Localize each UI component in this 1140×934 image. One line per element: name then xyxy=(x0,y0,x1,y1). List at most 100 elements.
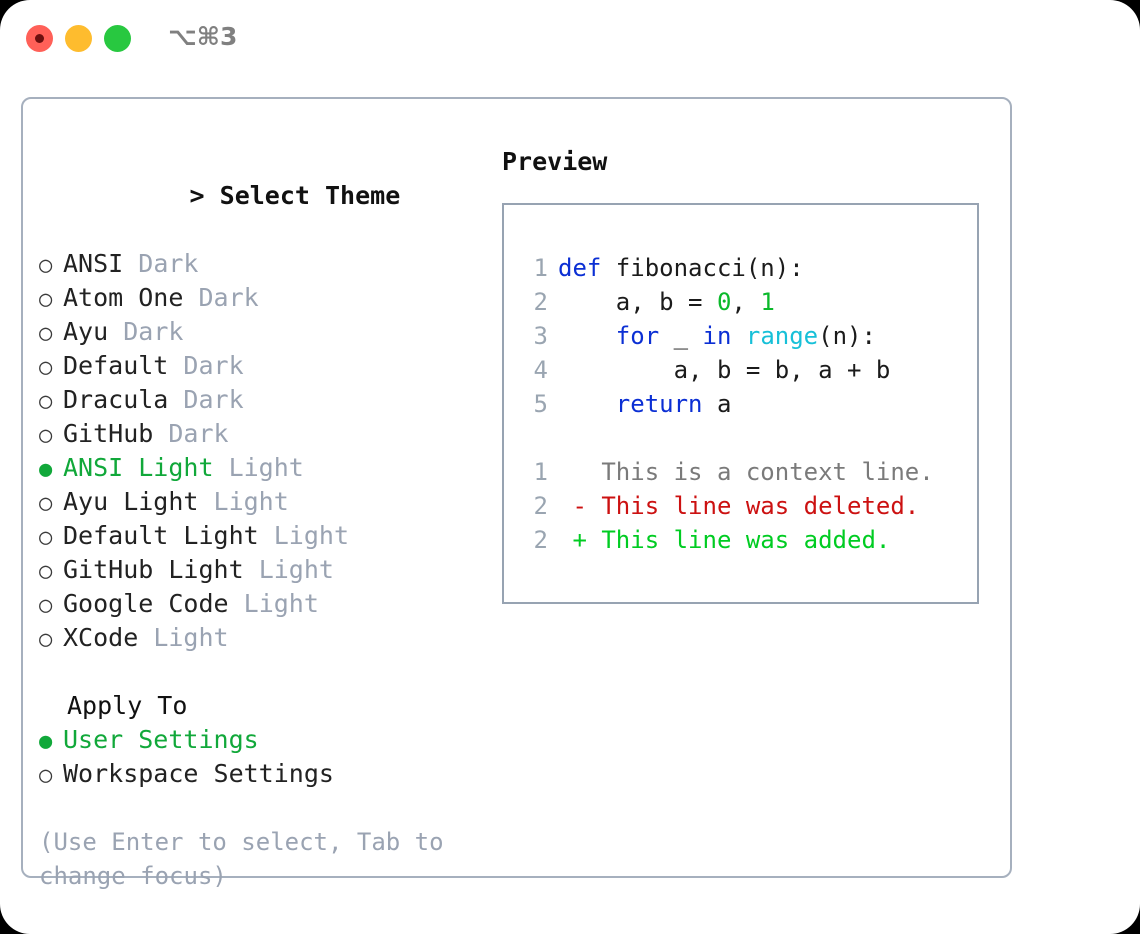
radio-unselected-icon: ○ xyxy=(39,389,53,414)
theme-option-name: Default xyxy=(63,351,169,380)
maximize-button[interactable] xyxy=(104,25,131,52)
line-number: 1 xyxy=(533,458,548,486)
theme-option[interactable]: ○Google Code Light xyxy=(39,587,489,621)
code-line: 4 a, b = b, a + b xyxy=(518,353,977,387)
spacer xyxy=(153,417,168,451)
diff-sign xyxy=(558,455,601,489)
theme-option-variant: Dark xyxy=(183,351,244,380)
theme-option-name: Dracula xyxy=(63,385,169,414)
theme-option-variant: Light xyxy=(153,623,229,652)
theme-option-name: Google Code xyxy=(63,589,229,618)
theme-option[interactable]: ○Default Light Light xyxy=(39,519,489,553)
code-token: return xyxy=(615,390,703,418)
line-number: 1 xyxy=(533,254,548,282)
code-line: 3 for _ in range(n): xyxy=(518,319,977,353)
theme-option-name: XCode xyxy=(63,623,139,652)
theme-option-variant: Dark xyxy=(168,419,229,448)
theme-option-variant: Dark xyxy=(123,317,184,346)
theme-option-variant: Light xyxy=(273,521,349,550)
code-token xyxy=(558,319,616,353)
spacer xyxy=(168,349,183,383)
line-number: 2 xyxy=(533,526,548,554)
radio-unselected-icon: ○ xyxy=(39,355,53,380)
code-token xyxy=(731,319,745,353)
code-token: 1 xyxy=(760,288,775,316)
code-token: def xyxy=(558,254,602,282)
theme-option[interactable]: ○ Default Dark xyxy=(39,349,489,383)
keyboard-shortcut-label: ⌥⌘3 xyxy=(168,22,238,51)
code-token: _ xyxy=(659,322,703,350)
spacer xyxy=(123,247,138,281)
radio-unselected-icon: ○ xyxy=(39,525,53,550)
code-token: for xyxy=(615,322,660,350)
theme-list: ○ANSI Dark○Atom One Dark○Ayu Dark○Defaul… xyxy=(39,247,489,689)
theme-option-name: Ayu xyxy=(63,317,109,346)
radio-selected-icon: ● xyxy=(39,729,53,754)
main-panel: > Select Theme ○ANSI Dark○Atom One Dark○… xyxy=(21,97,1012,890)
diff-text: This is a context line. xyxy=(601,458,934,486)
code-token: range xyxy=(745,322,819,350)
spacer xyxy=(138,621,153,655)
spacer xyxy=(108,315,123,349)
theme-option-name: Atom One xyxy=(63,283,184,312)
theme-option-name: GitHub xyxy=(63,419,154,448)
theme-option[interactable]: ○GitHub Light Light xyxy=(39,553,489,587)
theme-option-variant: Light xyxy=(228,453,304,482)
spacer xyxy=(259,519,274,553)
code-token xyxy=(558,387,616,421)
apply-to-list: ●User Settings ○ Workspace Settings xyxy=(39,723,489,791)
radio-selected-icon: ● xyxy=(39,457,53,482)
theme-picker-header: > Select Theme xyxy=(39,145,489,247)
code-diff-separator xyxy=(518,421,977,455)
theme-option-variant: Light xyxy=(258,555,334,584)
spacer xyxy=(183,281,198,315)
radio-unselected-icon: ○ xyxy=(39,321,53,346)
diff-sign: + xyxy=(558,526,602,554)
line-number: 3 xyxy=(533,322,548,350)
theme-option[interactable]: ○Dracula Dark xyxy=(39,383,489,417)
code-line: 2 a, b = 0, 1 xyxy=(518,285,977,319)
minimize-button[interactable] xyxy=(65,25,92,52)
theme-option-variant: Light xyxy=(243,589,319,618)
line-number: 4 xyxy=(533,356,548,384)
traffic-lights xyxy=(26,25,131,52)
theme-option-variant: Dark xyxy=(198,283,259,312)
theme-option[interactable]: ○ Atom One Dark xyxy=(39,281,489,315)
code-token: a xyxy=(702,390,732,418)
code-token: fibonacci(n): xyxy=(601,254,804,282)
code-token: a, b = b, a + b xyxy=(558,356,891,384)
theme-option-name: GitHub Light xyxy=(63,555,244,584)
theme-option[interactable]: ○ANSI Dark xyxy=(39,247,489,281)
apply-to-option-name: Workspace Settings xyxy=(63,759,334,788)
radio-unselected-icon: ○ xyxy=(39,627,53,652)
theme-picker-column: > Select Theme ○ANSI Dark○Atom One Dark○… xyxy=(39,145,489,893)
theme-option[interactable]: ○GitHub Dark xyxy=(39,417,489,451)
radio-unselected-icon: ○ xyxy=(39,253,53,278)
diff-sign: - xyxy=(558,492,602,520)
theme-option-name: Ayu Light xyxy=(63,487,199,516)
spacer xyxy=(244,553,259,587)
theme-option[interactable]: ○ Ayu Dark xyxy=(39,315,489,349)
theme-option[interactable]: ○ Ayu Light Light xyxy=(39,485,489,519)
theme-option-name: ANSI Light xyxy=(63,453,214,482)
apply-to-option[interactable]: ●User Settings xyxy=(39,723,489,757)
theme-option[interactable]: ● ANSI Light Light xyxy=(39,451,489,485)
apply-to-option[interactable]: ○ Workspace Settings xyxy=(39,757,489,791)
close-button[interactable] xyxy=(26,25,53,52)
prompt-caret-icon: > xyxy=(189,181,205,210)
radio-unselected-icon: ○ xyxy=(39,763,53,788)
line-number: 2 xyxy=(533,288,548,316)
diff-line: 2 - This line was deleted. xyxy=(518,489,977,523)
code-token: 0 xyxy=(716,288,732,316)
diff-line: 2 + This line was added. xyxy=(518,523,977,557)
code-token: , xyxy=(731,288,761,316)
spacer xyxy=(229,587,244,621)
theme-option[interactable]: ○ XCode Light xyxy=(39,621,489,655)
radio-unselected-icon: ○ xyxy=(39,287,53,312)
spacer xyxy=(168,383,183,417)
theme-option-variant: Light xyxy=(213,487,289,516)
radio-unselected-icon: ○ xyxy=(39,491,53,516)
